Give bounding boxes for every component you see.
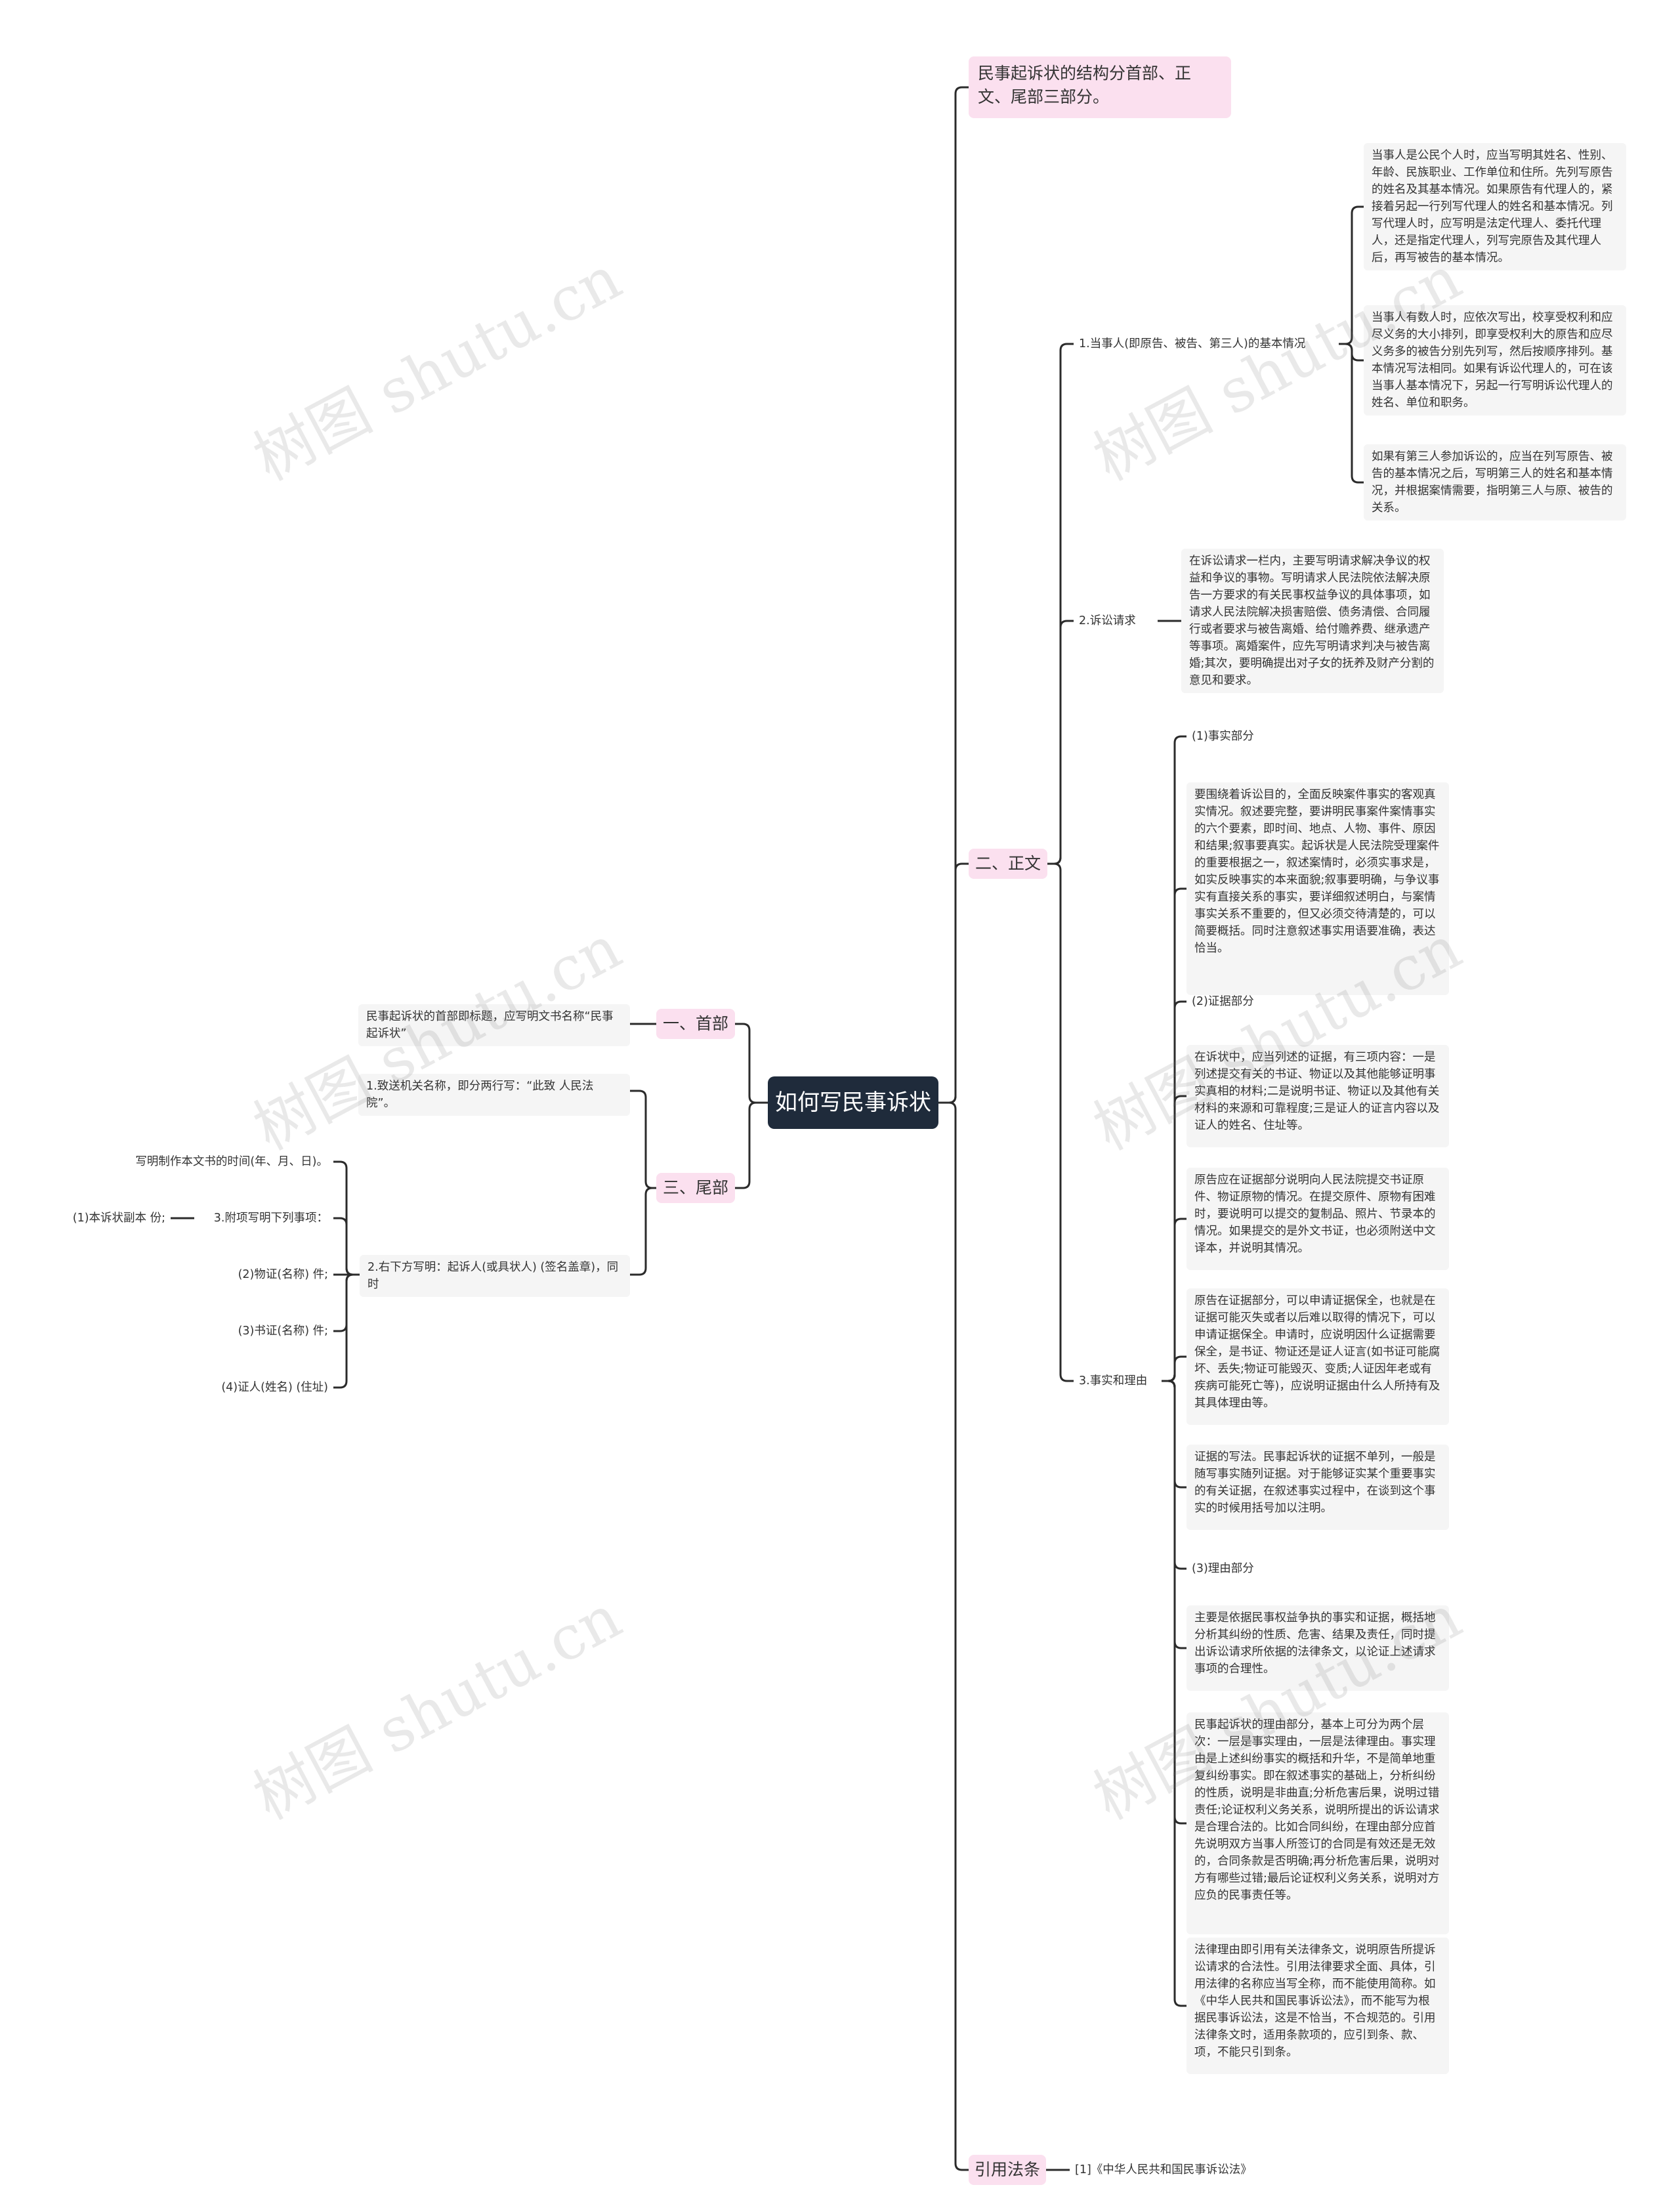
tail-attach[interactable]: 3.附项写明下列事项： <box>213 1212 328 1225</box>
law-text[interactable]: [1]《中华人民共和国民事诉讼法》 <box>1075 2163 1252 2176</box>
tail-section-node[interactable]: 三、尾部 <box>656 1173 735 1203</box>
tail-witness[interactable]: (4)证人(姓名) (住址) <box>221 1381 328 1394</box>
link-body-claims <box>1047 620 1074 865</box>
tail-date[interactable]: 写明制作本文书的时间(年、月、日)。 <box>135 1155 328 1168</box>
link-parties-1 <box>1339 205 1364 345</box>
link-tail-sign <box>630 1187 656 1276</box>
reason-text-1[interactable]: 主要是依据民事权益争执的事实和证据，概括地分析其纠纷的性质、危害、结果及责任，同… <box>1186 1605 1449 1691</box>
body-section-node[interactable]: 二、正文 <box>969 849 1047 879</box>
link-root-header <box>735 1023 768 1104</box>
parties-node[interactable]: 1.当事人(即原告、被告、第三人)的基本情况 <box>1079 337 1306 350</box>
parties-item-3[interactable]: 如果有第三人参加诉讼的，应当在列写原告、被告的基本情况之后，写明第三人的姓名和基… <box>1364 444 1626 520</box>
link-facts-reason-3 <box>1162 1380 1186 2007</box>
law-section-node[interactable]: 引用法条 <box>969 2155 1046 2185</box>
link-body-facts <box>1047 862 1074 1382</box>
tail-sign[interactable]: 2.右下方写明：起诉人(或具状人) (签名盖章)，同时 <box>360 1255 630 1297</box>
parties-item-1[interactable]: 当事人是公民个人时，应当写明其姓名、性别、年龄、民族职业、工作单位和住所。先列写… <box>1364 143 1626 270</box>
tail-copies[interactable]: (1)本诉状副本 份; <box>72 1212 165 1225</box>
parties-item-2[interactable]: 当事人有数人时，应依次写出，校享受权利和应尽义务的大小排列，即享受权利大的原告和… <box>1364 305 1626 415</box>
facts-node[interactable]: 3.事实和理由 <box>1079 1374 1148 1388</box>
header-section-node[interactable]: 一、首部 <box>656 1009 735 1039</box>
reason-text-3[interactable]: 法律理由即引用有关法律条文，说明原告所提诉讼请求的合法性。引用法律要求全面、具体… <box>1186 1938 1449 2074</box>
link-parties-3 <box>1339 343 1364 484</box>
link-sign-witness <box>333 1273 360 1389</box>
tail-court[interactable]: 1.致送机关名称，即分两行写：“此致 人民法院”。 <box>358 1074 630 1116</box>
link-root-tail <box>735 1101 768 1189</box>
link-root-body <box>938 862 969 1104</box>
link-sign-attach <box>333 1217 360 1276</box>
claims-text[interactable]: 在诉讼请求一栏内，主要写明请求解决争议的权益和争议的事物。写明请求人民法院依法解… <box>1181 549 1444 693</box>
tail-documentary[interactable]: (3)书证(名称) 件; <box>238 1325 328 1338</box>
fact-text[interactable]: 要围绕着诉讼目的，全面反映案件事实的客观真实情况。叙述要完整，要讲明民事案件案情… <box>1186 782 1449 995</box>
evidence-text-2[interactable]: 原告应在证据部分说明向人民法院提交书证原件、物证原物的情况。在提交原件、原物有困… <box>1186 1168 1449 1270</box>
link-root-law <box>938 1101 969 2171</box>
link-tail-court <box>630 1090 656 1189</box>
header-text[interactable]: 民事起诉状的首部即标题，应写明文书名称“民事起诉状” <box>358 1004 630 1046</box>
evidence-part-node[interactable]: (2)证据部分 <box>1192 995 1254 1008</box>
reason-part-node[interactable]: (3)理由部分 <box>1192 1562 1254 1575</box>
reason-text-2[interactable]: 民事起诉状的理由部分，基本上可分为两个层次：一层是事实理由，一层是法律理由。事实… <box>1186 1712 1449 1934</box>
evidence-text-3[interactable]: 原告在证据部分，可以申请证据保全，也就是在证据可能灭失或者以后难以取得的情况下，… <box>1186 1288 1449 1425</box>
evidence-text-4[interactable]: 证据的写法。民事起诉状的证据不单列，一般是随写事实随列证据。对于能够证实某个重要… <box>1186 1445 1449 1530</box>
claims-node[interactable]: 2.诉讼请求 <box>1079 614 1136 627</box>
tail-material[interactable]: (2)物证(名称) 件; <box>238 1268 328 1281</box>
evidence-text-1[interactable]: 在诉状中，应当列述的证据，有三项内容：一是列述提交有关的书证、物证以及其他能够证… <box>1186 1045 1449 1147</box>
link-root-intro <box>938 86 969 1104</box>
root-topic[interactable]: 如何写民事诉状 <box>768 1076 938 1129</box>
intro-node[interactable]: 民事起诉状的结构分首部、正文、尾部三部分。 <box>969 56 1231 118</box>
fact-part-node[interactable]: (1)事实部分 <box>1192 730 1254 743</box>
